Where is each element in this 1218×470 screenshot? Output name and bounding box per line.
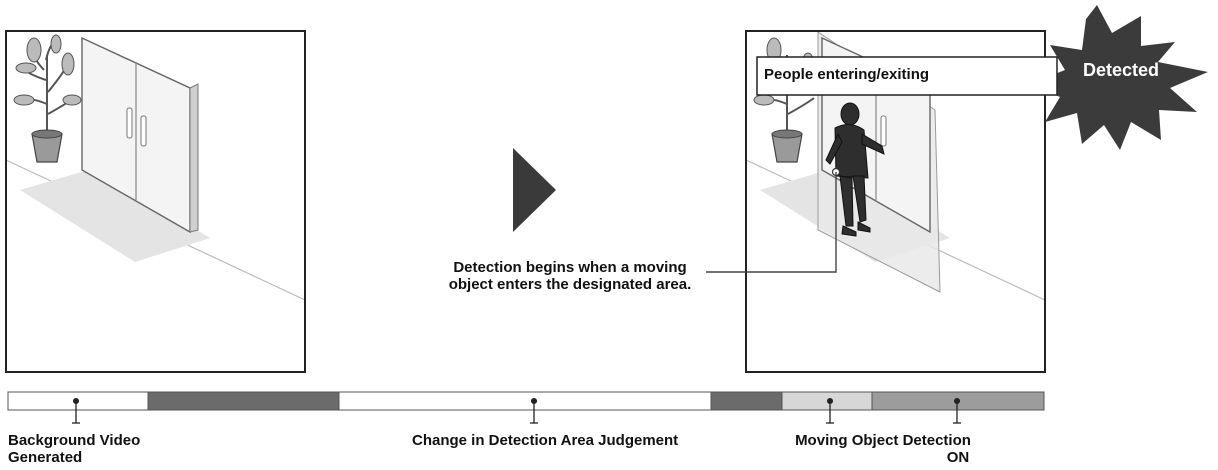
detected-label: Detected (1083, 60, 1160, 80)
timeline-label-change: Change in Detection Area Judgement (412, 432, 679, 449)
door-left (81, 36, 199, 234)
people-label: People entering/exiting (764, 66, 930, 83)
leader-line (706, 172, 837, 273)
timeline-bar (7, 391, 1045, 411)
timeline-label-moving-1: Moving Object Detection (795, 432, 971, 449)
plant-left (13, 34, 82, 163)
timeline-label-moving-2: ON (946, 449, 970, 466)
scene-detection-frame (745, 30, 1046, 373)
detection-note: Detection begins when a moving object en… (448, 259, 692, 293)
floor-mat (20, 168, 210, 262)
timeline-label-background-2: Generated (8, 449, 83, 466)
people-label-box (756, 56, 1058, 96)
scene-background-frame (5, 30, 306, 373)
detected-burst (1030, 5, 1208, 150)
timeline-label-background-1: Background Video (8, 432, 141, 449)
timeline-pointers (72, 397, 961, 424)
scene-background-panel (6, 31, 305, 372)
person-figure (825, 102, 885, 237)
arrow-right (513, 148, 556, 232)
